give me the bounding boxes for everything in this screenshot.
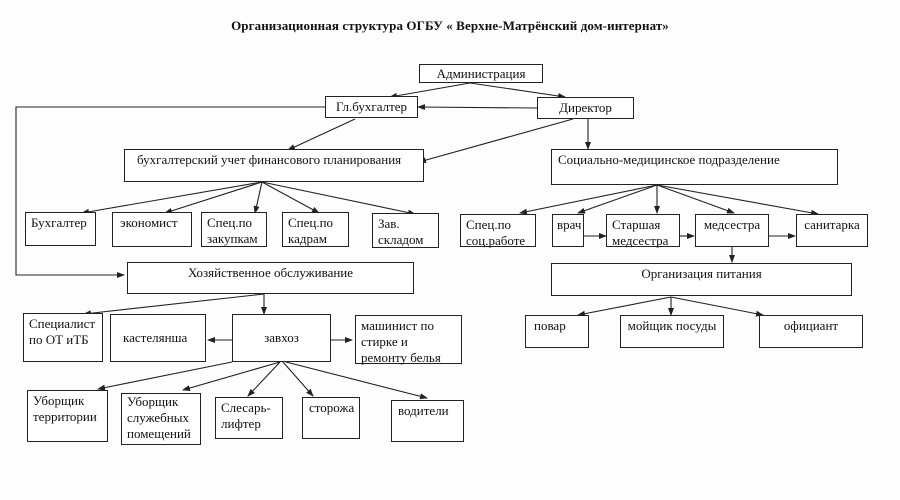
- node-hr-specialist: Спец.по кадрам: [282, 212, 349, 247]
- node-waiter: официант: [759, 315, 863, 348]
- node-drivers: водители: [391, 400, 464, 442]
- node-administration: Администрация: [419, 64, 543, 83]
- node-safety-specialist: Специалист по ОТ иТБ: [23, 313, 103, 362]
- edge-chief-maintenance: [15, 106, 325, 278]
- node-territory-cleaner: Уборщик территории: [27, 390, 108, 442]
- node-maintenance: Хозяйственное обслуживание: [127, 262, 414, 294]
- node-linen-keeper: кастелянша: [110, 314, 206, 362]
- node-procurement-specialist: Спец.по закупкам: [201, 212, 267, 247]
- node-accountant: Бухгалтер: [25, 212, 96, 246]
- edge-admin-director: [469, 82, 566, 99]
- node-lift-mechanic: Слесарь-лифтер: [215, 397, 283, 439]
- node-guards: сторожа: [302, 397, 360, 439]
- node-director: Директор: [537, 97, 634, 119]
- node-head-nurse: Старшая медсестра: [606, 214, 680, 248]
- node-social-work-specialist: Спец.по соц.работе: [460, 214, 536, 248]
- edge-chief-accounting: [287, 118, 356, 151]
- node-cook: повар: [525, 315, 589, 348]
- node-doctor: врач: [552, 214, 584, 247]
- chart-title: Организационная структура ОГБУ « Верхне-…: [231, 18, 669, 33]
- edge-director-chief: [417, 104, 538, 111]
- edge-director-accounting: [418, 118, 574, 164]
- node-laundry-operator: машинист по стирке и ремонту белья: [355, 315, 462, 365]
- node-dishwasher: мойщик посуды: [620, 315, 724, 348]
- node-accounting-planning: бухгалтерский учет финансового планирова…: [124, 149, 424, 182]
- node-chief-accountant: Гл.бухгалтер: [325, 96, 418, 118]
- node-nurse: медсестра: [695, 214, 769, 247]
- node-social-medical: Социально-медицинское подразделение: [551, 149, 838, 185]
- node-supply-manager: завхоз: [232, 314, 331, 362]
- node-warehouse-head: Зав. складом: [372, 213, 439, 248]
- node-catering: Организация питания: [551, 263, 852, 296]
- edge-admin-chief: [389, 82, 471, 99]
- node-economist: экономист: [112, 212, 192, 247]
- node-orderly: санитарка: [796, 214, 868, 247]
- node-office-cleaner: Уборщик служебных помещений: [121, 393, 201, 445]
